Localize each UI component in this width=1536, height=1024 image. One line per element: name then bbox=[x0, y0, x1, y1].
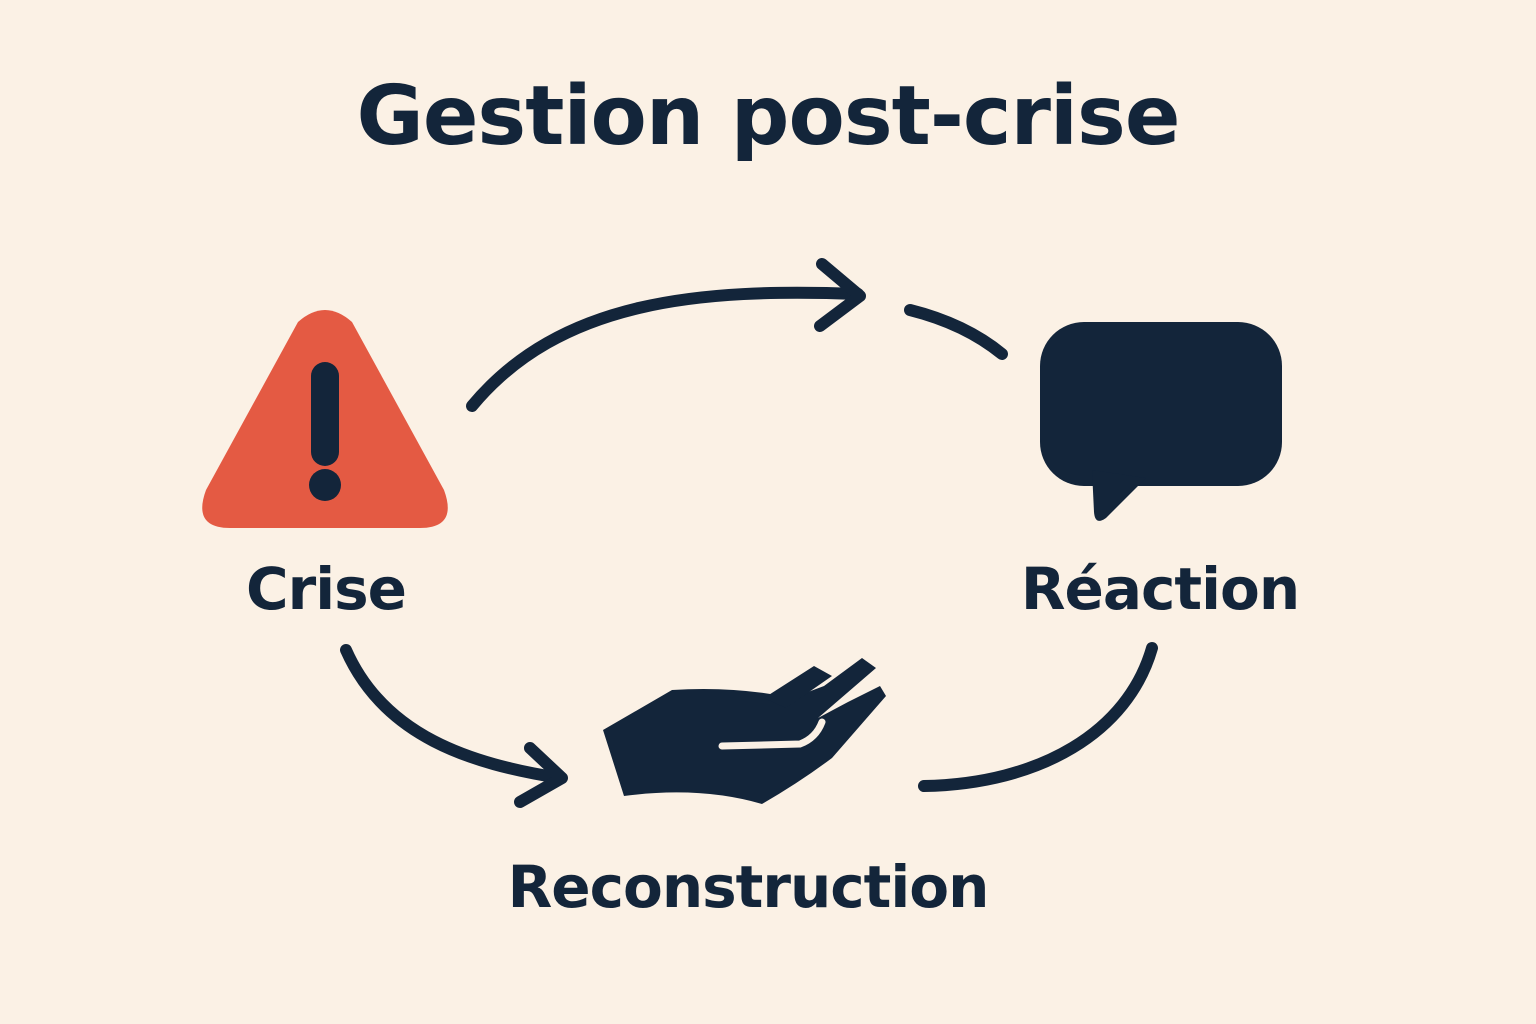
arrowhead-bottom bbox=[514, 742, 568, 808]
arrowhead-top bbox=[814, 258, 866, 332]
node-label-crise: Crise bbox=[246, 555, 407, 623]
connector-to-reaction bbox=[904, 304, 1008, 360]
arrow-crise-to-reaction bbox=[466, 286, 864, 412]
diagram-title: Gestion post-crise bbox=[356, 69, 1181, 164]
node-label-reaction: Réaction bbox=[1020, 555, 1300, 623]
open-hand-icon bbox=[603, 658, 886, 804]
warning-triangle-icon bbox=[202, 310, 448, 528]
node-label-reconstruction: Reconstruction bbox=[507, 853, 990, 921]
cycle-arrows bbox=[340, 258, 1158, 808]
speech-bubble-icon bbox=[1040, 322, 1282, 521]
arrow-reaction-to-reconstruction bbox=[918, 642, 1158, 792]
arrow-crise-to-reconstruction bbox=[340, 644, 566, 784]
